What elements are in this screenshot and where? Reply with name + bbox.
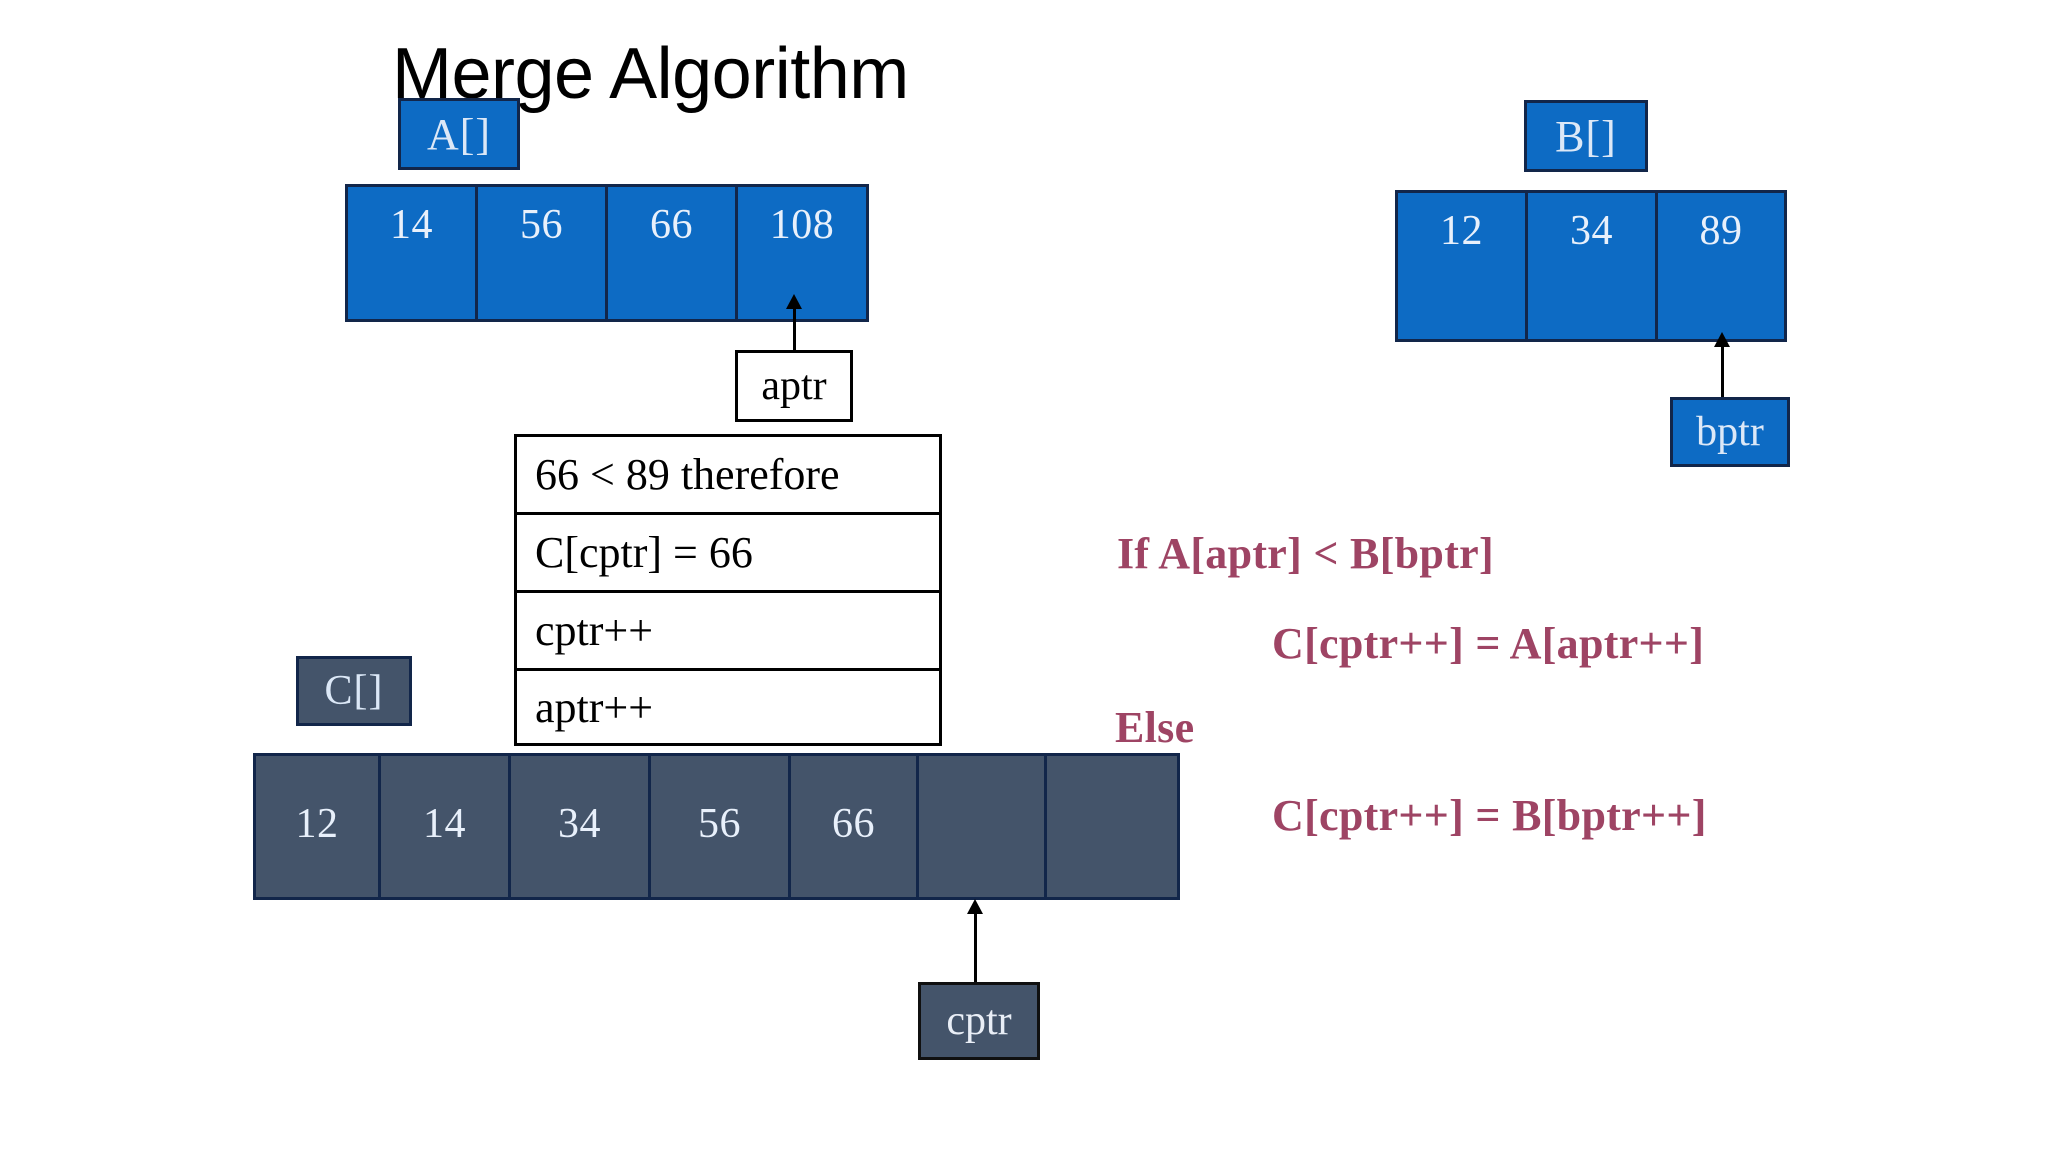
array-label-c-text: C[]: [324, 668, 384, 714]
pointer-cptr-label: cptr: [946, 998, 1012, 1044]
array-a-value-2: 66: [650, 202, 693, 248]
pseudocode-line-else-body: C[cptr++] = B[bptr++]: [1272, 791, 1707, 840]
instruction-table: 66 < 89 therefore C[cptr] = 66 cptr++ ap…: [514, 434, 942, 746]
instruction-text-3: aptr++: [535, 682, 654, 732]
pointer-bptr-label: bptr: [1696, 409, 1764, 455]
array-b-value-2: 89: [1699, 208, 1743, 254]
instruction-row-2: cptr++: [517, 593, 939, 671]
array-c-value-4: 66: [832, 801, 875, 847]
array-c-cell-1[interactable]: 14: [381, 756, 511, 897]
array-a-cell-0[interactable]: 14: [348, 187, 478, 319]
array-b: 12 34 89: [1395, 190, 1787, 342]
array-c-cell-3[interactable]: 56: [651, 756, 791, 897]
pointer-bptr[interactable]: bptr: [1670, 397, 1790, 467]
instruction-row-0: 66 < 89 therefore: [517, 437, 939, 515]
instruction-text-1: C[cptr] = 66: [535, 528, 753, 577]
instruction-row-1: C[cptr] = 66: [517, 515, 939, 593]
instruction-text-2: cptr++: [535, 606, 654, 655]
array-c-cell-6[interactable]: [1047, 756, 1177, 897]
pointer-cptr[interactable]: cptr: [918, 982, 1040, 1060]
array-a-cell-3[interactable]: 108: [738, 187, 866, 319]
pseudocode-line-then: C[cptr++] = A[aptr++]: [1272, 619, 1705, 668]
array-a-cell-2[interactable]: 66: [608, 187, 738, 319]
array-a-value-3: 108: [769, 202, 835, 248]
array-c-cell-2[interactable]: 34: [511, 756, 651, 897]
array-b-cell-2[interactable]: 89: [1658, 193, 1784, 339]
pseudocode-line-if: If A[aptr] < B[bptr]: [1117, 529, 1494, 578]
array-c: 12 14 34 56 66: [253, 753, 1180, 900]
pointer-aptr[interactable]: aptr: [735, 350, 853, 422]
instruction-text-0: 66 < 89 therefore: [535, 450, 840, 499]
array-a: 14 56 66 108: [345, 184, 869, 322]
instruction-row-3: aptr++: [517, 671, 939, 743]
array-c-value-2: 34: [558, 801, 601, 847]
array-label-a-text: A[]: [426, 109, 492, 159]
array-a-value-1: 56: [520, 202, 563, 248]
pseudocode-line-else: Else: [1115, 703, 1195, 752]
array-b-value-1: 34: [1570, 208, 1613, 254]
array-label-b-text: B[]: [1555, 111, 1617, 161]
array-c-value-1: 14: [423, 801, 466, 847]
array-a-value-0: 14: [390, 202, 433, 248]
array-label-c: C[]: [296, 656, 412, 726]
array-b-value-0: 12: [1440, 208, 1483, 254]
array-c-value-0: 12: [295, 801, 339, 847]
array-c-cell-4[interactable]: 66: [791, 756, 919, 897]
array-c-cell-0[interactable]: 12: [256, 756, 381, 897]
array-label-b: B[]: [1524, 100, 1648, 172]
array-a-cell-1[interactable]: 56: [478, 187, 608, 319]
pointer-aptr-label: aptr: [761, 363, 827, 409]
array-c-value-3: 56: [698, 801, 741, 847]
array-label-a: A[]: [398, 98, 520, 170]
array-b-cell-1[interactable]: 34: [1528, 193, 1658, 339]
array-b-cell-0[interactable]: 12: [1398, 193, 1528, 339]
array-c-cell-5[interactable]: [919, 756, 1047, 897]
